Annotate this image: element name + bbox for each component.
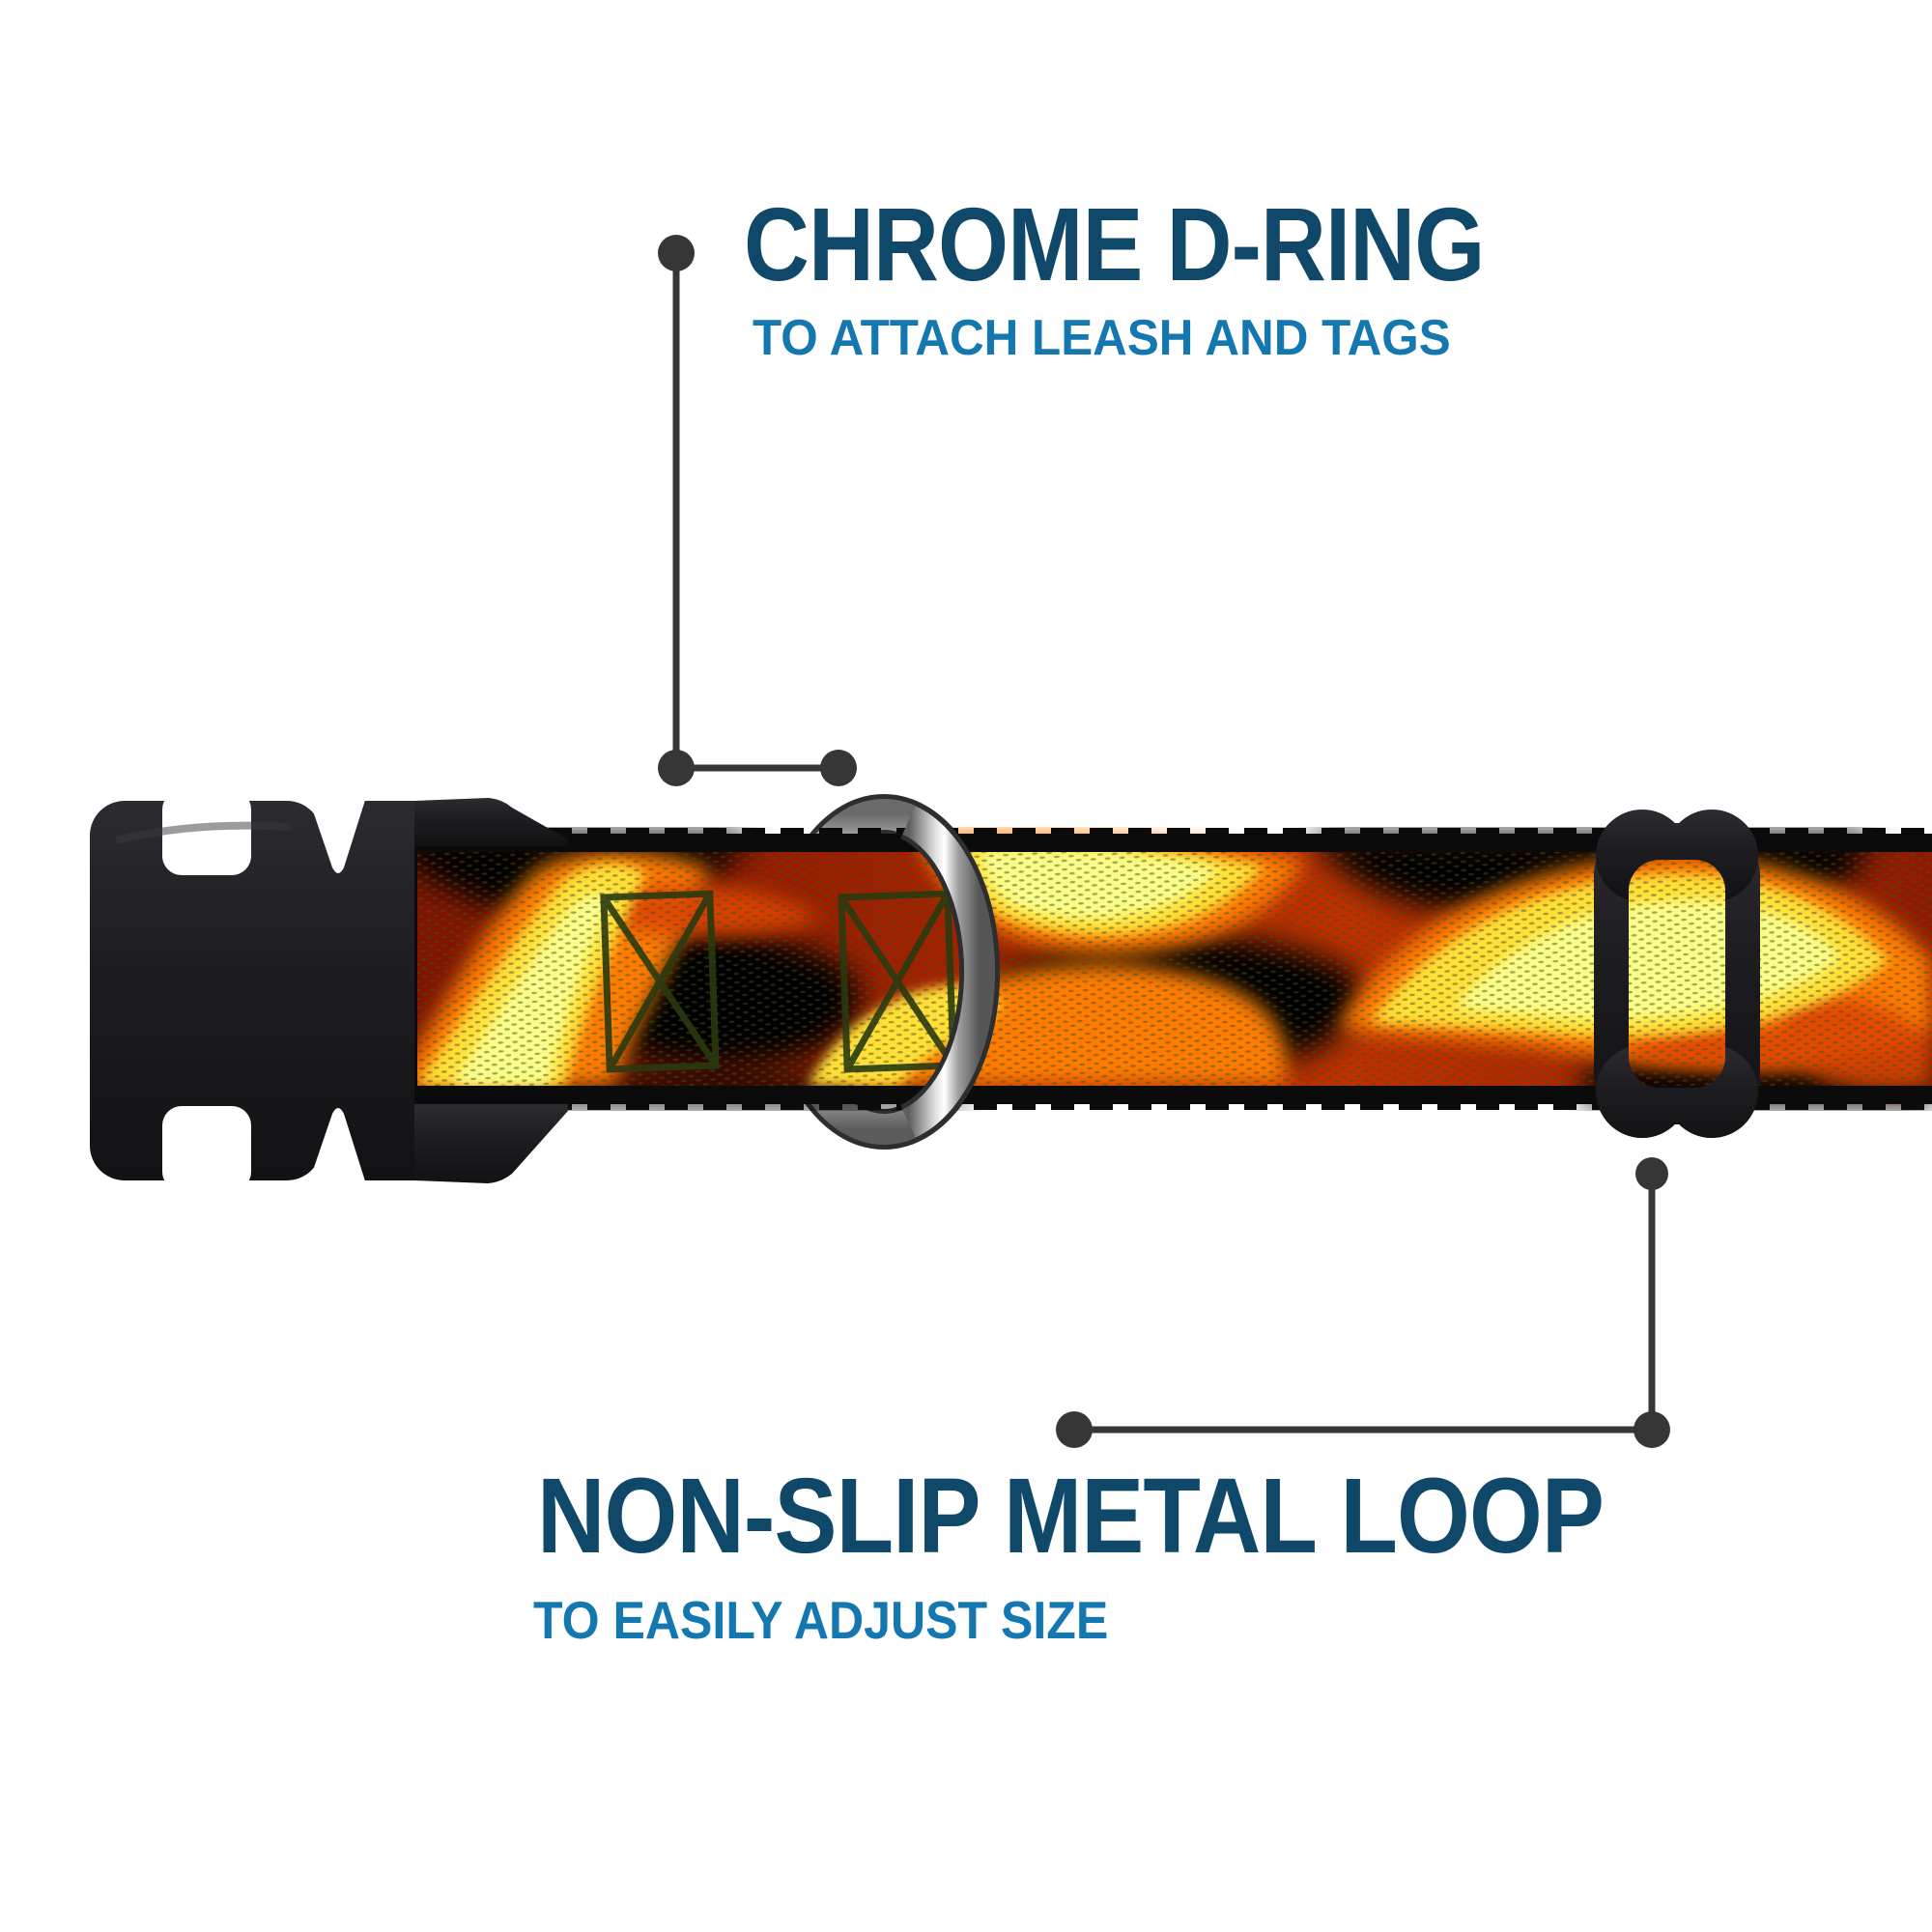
stitch-box — [600, 890, 720, 1073]
buckle-top-notch — [162, 790, 251, 875]
slider-loop — [1594, 810, 1760, 1138]
bottom-callout-leader — [1056, 1157, 1670, 1448]
buckle-bottom-notch — [162, 1106, 251, 1191]
buckle-bottom-vee — [307, 1108, 367, 1187]
stitch-boxes — [600, 890, 957, 1073]
bottom-callout-subtitle: TO EASILY ADJUST SIZE — [533, 1590, 1109, 1650]
d-ring-front-limb — [899, 801, 1001, 1143]
stitch-box — [838, 890, 957, 1073]
callout-dot — [1056, 1411, 1093, 1448]
top-callout-leader — [658, 235, 857, 786]
callout-dot — [1634, 1411, 1670, 1448]
buckle-top-vee — [307, 794, 367, 873]
callout-dot — [658, 750, 695, 786]
buckle — [90, 790, 568, 1191]
bottom-callout-title: NON-SLIP METAL LOOP — [537, 1457, 1605, 1576]
callout-dot — [820, 750, 857, 786]
callout-dot — [658, 235, 695, 271]
callout-dot — [1635, 1157, 1668, 1190]
top-callout-subtitle: TO ATTACH LEASH AND TAGS — [753, 310, 1451, 366]
top-callout-title: CHROME D-RING — [744, 185, 1485, 302]
